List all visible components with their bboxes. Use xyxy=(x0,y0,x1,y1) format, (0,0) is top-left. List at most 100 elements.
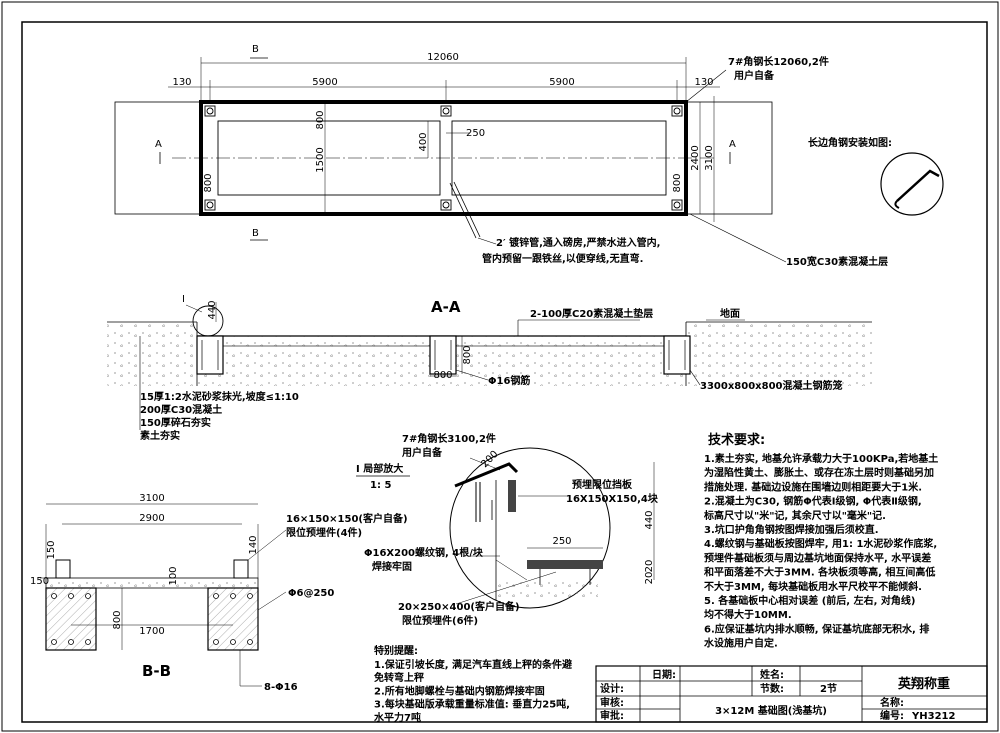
dim-bb-150-h: 150 xyxy=(30,576,49,587)
tb-review-label: 审核: xyxy=(600,696,624,709)
layer-note-2: 200厚C30混凝土 xyxy=(140,403,222,416)
tech-line-1: 1.素土夯实, 地基允许承载力大于100KPa,若地基土 xyxy=(704,452,938,465)
tech-line-9: 和平面落差不大于3MM. 各块板须等高, 相互间高低 xyxy=(703,566,935,579)
dim-edge-left: 130 xyxy=(172,77,191,88)
note-embed-2: 限位预埋件(6件) xyxy=(402,614,478,627)
dim-20-a: 20 xyxy=(644,560,655,573)
dim-overall-length: 12060 xyxy=(427,52,459,63)
tb-drawing-title: 3×12M 基础图(浅基坑) xyxy=(715,704,827,717)
dim-edge-right: 130 xyxy=(694,77,713,88)
dim-inner-250: 250 xyxy=(466,128,485,139)
section-aa-title: A-A xyxy=(431,298,461,316)
tech-line-12: 均不得大于10MM. xyxy=(704,608,792,621)
note-ground: 地面 xyxy=(720,307,740,320)
section-aa: A-A I 440 800 800 xyxy=(107,294,872,442)
tech-line-10: 不大于3MM, 每块基础板用水平尺校平不能倾斜. xyxy=(704,580,922,593)
dim-inner-400: 400 xyxy=(418,132,429,151)
dim-800-width: 800 xyxy=(433,370,452,381)
bb-note-rebar-spacing: Φ6@250 xyxy=(288,588,334,599)
tech-line-4: 2.混凝土为C30, 钢筋Φ代表Ⅰ级钢, Φ代表Ⅱ级钢, xyxy=(704,495,922,508)
tech-title: 技术要求: xyxy=(708,432,765,448)
special-line-4: 3.每块基础版承载重量标准值: 垂直力25吨, xyxy=(374,698,570,711)
inner-frame xyxy=(21,21,988,723)
tech-line-11: 5. 各基础板中心相对误差 (前后, 左右, 对角线) xyxy=(704,594,915,607)
dim-width-3100: 3100 xyxy=(704,145,715,170)
special-line-3: 2.所有地脚螺栓与基础内钢筋焊接牢固 xyxy=(374,684,545,697)
layer-note-4: 素土夯实 xyxy=(140,429,180,442)
tb-design-label: 设计: xyxy=(600,682,624,695)
note-c20: 2-100厚C20素混凝土垫层 xyxy=(530,307,653,320)
dim-bb-150-v: 150 xyxy=(46,540,57,559)
dim-bb-800: 800 xyxy=(112,610,123,629)
note-concrete-layer: 150宽C30素混凝土层 xyxy=(786,255,888,268)
tb-number-value: YH3212 xyxy=(911,711,955,722)
note-user-supply: 用户自备 xyxy=(733,69,775,82)
special-line-5: 水平力7吨 xyxy=(373,711,421,724)
section-mark-b-bottom: B xyxy=(252,228,259,239)
dim-width-2400: 2400 xyxy=(690,145,701,170)
plan-view: 12060 130 130 5900 5900 800 1500 400 250… xyxy=(114,44,944,268)
note-rebar: Φ16钢筋 xyxy=(488,374,530,387)
tech-line-6: 3.坑口护角角钢按图焊接加强后须校直. xyxy=(704,523,879,536)
tb-node-label: 节数: xyxy=(760,682,784,695)
tech-line-14: 水设施用户自定. xyxy=(703,637,778,650)
bb-note-embed-2: 限位预埋件(4件) xyxy=(286,526,362,539)
title-block: 日期: 姓名: 设计: 节数: 2节 审核: 审批: 3×12M 基础图(浅基坑… xyxy=(595,665,988,723)
note-bolt-2: 焊接牢固 xyxy=(372,560,412,573)
dim-bb-140: 140 xyxy=(248,535,259,554)
note-angle-3100: 7#角钢长3100,2件 xyxy=(402,432,496,445)
dim-side-800-left: 800 xyxy=(203,173,214,192)
detail-i-circle xyxy=(449,447,611,609)
note-pipe-2: 管内预留一跟铁丝,以便穿线,无直弯. xyxy=(482,252,643,265)
dim-side-800-right: 800 xyxy=(672,173,683,192)
dim-half-left: 5900 xyxy=(312,77,337,88)
section-mark-b-top: B xyxy=(252,44,259,55)
note-embed-1: 20×250×400(客户自备) xyxy=(398,600,520,613)
tb-number-label: 编号: xyxy=(880,709,904,722)
tech-requirements: 技术要求: 1.素土夯实, 地基允许承载力大于100KPa,若地基土为湿陷性黄土… xyxy=(703,432,938,650)
dim-bb-100: 100 xyxy=(168,566,179,585)
tb-name-label: 名称: xyxy=(880,696,904,709)
special-notes: 特别提醒: 1.保证引坡长度, 满足汽车直线上秤的条件避免转弯上秤2.所有地脚螺… xyxy=(373,644,572,724)
note-angle-user: 用户自备 xyxy=(401,446,443,459)
tech-line-3: 措施处理. 基础边设施在围墙边则相距要大于1米. xyxy=(704,480,922,493)
section-mark-a-left: A xyxy=(155,139,162,150)
long-edge-detail-circle xyxy=(880,152,944,216)
layer-note-3: 150厚碎石夯实 xyxy=(140,416,211,429)
dim-inner-800: 800 xyxy=(315,110,326,129)
note-pipe-1: 2′ 镀锌管,通入磅房,严禁水进入管内, xyxy=(496,236,660,249)
note-plate-1: 预埋限位挡板 xyxy=(572,478,633,491)
tb-approve-label: 审批: xyxy=(600,709,624,722)
dim-half-right: 5900 xyxy=(549,77,574,88)
tech-line-5: 标高尺寸以"米"记, 其余尺寸以"毫米"记. xyxy=(703,509,886,522)
dim-bb-3100: 3100 xyxy=(139,493,164,504)
dim-440: 440 xyxy=(207,300,218,319)
mark-i: I xyxy=(182,294,185,305)
long-edge-title: 长边角钢安装如图: xyxy=(808,136,892,149)
tb-company: 英翔称重 xyxy=(897,676,950,692)
tb-node-value: 2节 xyxy=(820,682,837,695)
dim-800-height: 800 xyxy=(462,345,473,364)
tech-line-2: 为湿陷性黄土、膨胀土、或存在冻土层时则基础另加 xyxy=(704,466,934,479)
dim-inner-1500: 1500 xyxy=(315,147,326,172)
tech-line-8: 预埋件基础板须与周边基坑地面保持水平, 水平误差 xyxy=(704,551,931,564)
note-plate-2: 16X150X150,4块 xyxy=(566,492,659,505)
bb-note-embed-1: 16×150×150(客户自备) xyxy=(286,512,408,525)
section-mark-a-right: A xyxy=(729,139,736,150)
dim-bb-2900: 2900 xyxy=(139,513,164,524)
bb-note-rebar-count: 8-Φ16 xyxy=(264,682,298,693)
detail-i-title: I 局部放大 xyxy=(356,462,403,475)
tb-signature-label: 姓名: xyxy=(759,668,784,681)
dim-bb-1700: 1700 xyxy=(139,626,164,637)
dim-detail-440: 440 xyxy=(644,510,655,529)
detail-i: I 局部放大 1: 5 250 200 440 20 20 7#角钢长3100,… xyxy=(356,432,659,627)
tech-line-7: 4.螺纹钢与基础板按图焊牢, 用1: 1水泥砂浆作底浆, xyxy=(704,537,937,550)
detail-i-scale: 1: 5 xyxy=(370,480,391,491)
dim-200: 200 xyxy=(479,449,500,470)
special-line-2: 免转弯上秤 xyxy=(374,671,424,684)
section-bb: B-B 3100 2900 150 140 100 150 800 1700 xyxy=(30,493,408,693)
note-cage: 3300x800x800混凝土钢筋笼 xyxy=(700,379,842,392)
tech-line-13: 6.应保证基坑内排水顺畅, 保证基坑底部无积水, 排 xyxy=(704,622,929,635)
